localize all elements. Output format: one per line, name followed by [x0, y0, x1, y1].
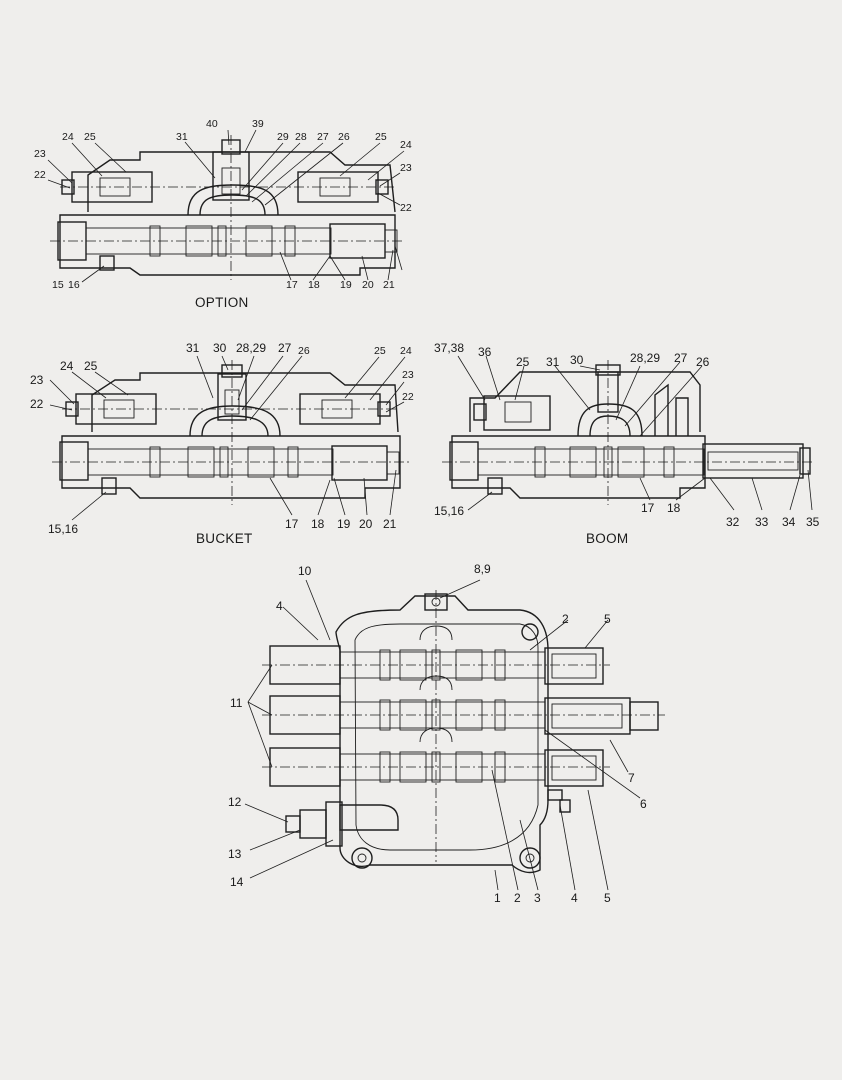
assembly-callout-13: 13: [228, 847, 242, 861]
assembly-callout-7: 7: [628, 771, 635, 785]
assembly-callout-6: 6: [640, 797, 647, 811]
option-callout-17: 17: [286, 279, 298, 291]
boom-callout-37-38: 37,38: [434, 341, 464, 355]
bucket-section-view: [49, 355, 410, 521]
assembly-callout-5-top: 5: [604, 612, 611, 626]
assembly-callout-4-bottom: 4: [571, 891, 578, 905]
boom-callout-33: 33: [755, 515, 769, 529]
option-callout-29: 29: [277, 131, 289, 143]
boom-callout-32: 32: [726, 515, 740, 529]
option-callout-25-left: 25: [84, 131, 96, 143]
bucket-callout-27: 27: [278, 341, 292, 355]
bucket-callout-24-left: 24: [60, 359, 74, 373]
bucket-callout-21: 21: [383, 517, 397, 531]
assembly-callout-10: 10: [298, 564, 312, 578]
boom-callout-30: 30: [570, 353, 584, 367]
assembly-callout-1: 1: [494, 891, 501, 905]
option-callout-24-left: 24: [62, 131, 74, 143]
bucket-callout-19: 19: [337, 517, 351, 531]
boom-callout-25: 25: [516, 355, 530, 369]
assembly-callout-2-bottom: 2: [514, 891, 521, 905]
boom-callout-34: 34: [782, 515, 796, 529]
bucket-callout-25-right: 25: [374, 345, 386, 357]
option-callout-40: 40: [206, 118, 218, 130]
bucket-callout-22-left: 22: [30, 397, 44, 411]
option-callout-25-right: 25: [375, 131, 387, 143]
bucket-callout-26: 26: [298, 345, 310, 357]
boom-callout-17: 17: [641, 501, 655, 515]
assembly-callout-14: 14: [230, 875, 244, 889]
assembly-callout-4-top: 4: [276, 599, 283, 613]
option-callout-31: 31: [176, 131, 188, 143]
bucket-callout-17: 17: [285, 517, 299, 531]
option-caption: OPTION: [195, 295, 249, 310]
bucket-callout-18: 18: [311, 517, 325, 531]
boom-callout-18: 18: [667, 501, 681, 515]
option-callout-16: 16: [68, 279, 80, 291]
boom-callout-15-16: 15,16: [434, 504, 464, 518]
option-callout-26: 26: [338, 131, 350, 143]
boom-callout-36: 36: [478, 345, 492, 359]
bucket-callout-20: 20: [359, 517, 373, 531]
option-callout-27: 27: [317, 131, 329, 143]
boom-caption: BOOM: [586, 531, 628, 546]
option-callout-19: 19: [340, 279, 352, 291]
bucket-callout-23-left: 23: [30, 373, 44, 387]
option-section-view: [47, 129, 405, 283]
option-callout-22-left: 22: [34, 169, 46, 181]
bucket-callout-28-29: 28,29: [236, 341, 266, 355]
boom-callout-35: 35: [806, 515, 820, 529]
assembly-callout-3: 3: [534, 891, 541, 905]
assembly-callout-5-bottom: 5: [604, 891, 611, 905]
option-callout-20: 20: [362, 279, 374, 291]
option-callout-39: 39: [252, 118, 264, 130]
boom-callout-26: 26: [696, 355, 710, 369]
boom-callout-31: 31: [546, 355, 560, 369]
boom-callout-28-29: 28,29: [630, 351, 660, 365]
boom-callout-27: 27: [674, 351, 688, 365]
boom-section-view: [442, 355, 815, 511]
assembly-callout-12: 12: [228, 795, 242, 809]
option-callout-24-right: 24: [400, 139, 412, 151]
bucket-callout-25-left: 25: [84, 359, 98, 373]
option-callout-23-left: 23: [34, 148, 46, 160]
assembly-callout-8-9: 8,9: [474, 562, 491, 576]
option-callout-21: 21: [383, 279, 395, 291]
assembly-callout-2-top: 2: [562, 612, 569, 626]
option-callout-22-right: 22: [400, 202, 412, 214]
bucket-callout-15-16: 15,16: [48, 522, 78, 536]
bucket-callout-23-right: 23: [402, 369, 414, 381]
bucket-callout-24-right: 24: [400, 345, 412, 357]
bucket-caption: BUCKET: [196, 531, 253, 546]
option-callout-28: 28: [295, 131, 307, 143]
bucket-callout-31: 31: [186, 341, 200, 355]
option-callout-15: 15: [52, 279, 64, 291]
bucket-callout-30: 30: [213, 341, 227, 355]
bucket-callout-22-right: 22: [402, 391, 414, 403]
option-callout-23-right: 23: [400, 162, 412, 174]
valve-assembly-front-view: [244, 579, 665, 891]
assembly-callout-11: 11: [230, 696, 243, 710]
option-callout-18: 18: [308, 279, 320, 291]
